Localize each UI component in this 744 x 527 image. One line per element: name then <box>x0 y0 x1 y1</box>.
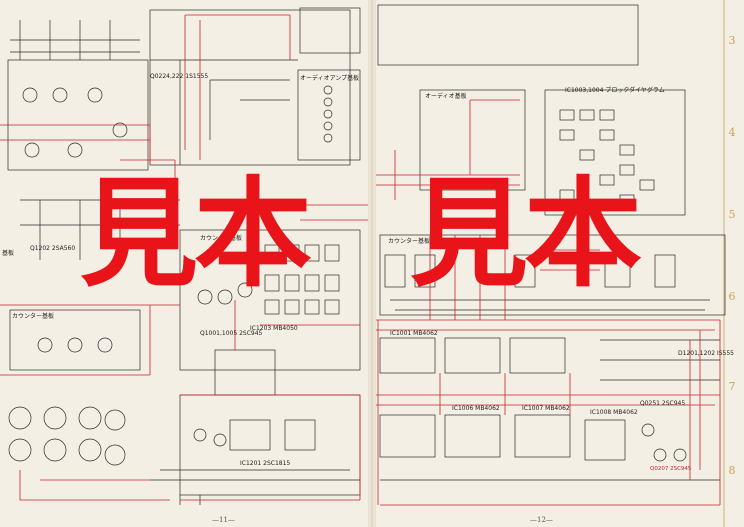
row-number-5: 5 <box>728 208 736 221</box>
row-number-6: 6 <box>728 290 736 303</box>
row-number-7: 7 <box>728 380 736 393</box>
part-ic1201: IC1201 2SC1815 <box>240 460 290 467</box>
part-ic1008: IC1008 MB4062 <box>590 409 638 416</box>
part-q1202: Q1202 2SA560 <box>30 245 75 252</box>
row-number-3: 3 <box>728 34 736 47</box>
part-ic1203: IC1203 MB4050 <box>250 325 298 332</box>
part-d1201: D1201,1202 IS555 <box>678 350 734 357</box>
part-q0207: Q0207 2SC945 <box>650 466 692 472</box>
watermark-sample-right: 見本 <box>410 165 642 303</box>
part-q1001: Q1001,1005 2SC945 <box>200 330 263 337</box>
label-audio-pcb: オーディオ基板 <box>425 92 467 100</box>
label-audio-amp: オーディオアンプ基板 <box>300 74 359 82</box>
row-number-8: 8 <box>728 464 736 477</box>
label-counter-pcb-left: カウンター基板 <box>200 234 242 242</box>
label-counter-pcb-small: カウンター基板 <box>12 312 54 320</box>
page-number-left: —11— <box>212 516 235 524</box>
label-pcb-left: 基板 <box>2 249 14 257</box>
right-page-circuit <box>377 4 726 481</box>
left-page-circuit <box>7 7 361 505</box>
part-ic1001: IC1001 MB4062 <box>390 330 438 337</box>
part-ic1007: IC1007 MB4062 <box>522 405 570 412</box>
part-ic1006: IC1006 MB4062 <box>452 405 500 412</box>
label-block-diagram: IC1003,1004 ブロックダイヤグラム <box>565 86 665 94</box>
label-counter-pcb-right: カウンター基板 <box>388 237 430 245</box>
page-number-right: —12— <box>530 516 553 524</box>
left-page-red-traces <box>0 14 368 501</box>
part-q0251: Q0251 2SC945 <box>640 400 685 407</box>
row-number-4: 4 <box>728 126 736 139</box>
right-page-red-traces <box>376 99 721 506</box>
part-q0224: Q0224,222 1S1555 <box>150 73 208 80</box>
watermark-sample-left: 見本 <box>80 165 312 303</box>
